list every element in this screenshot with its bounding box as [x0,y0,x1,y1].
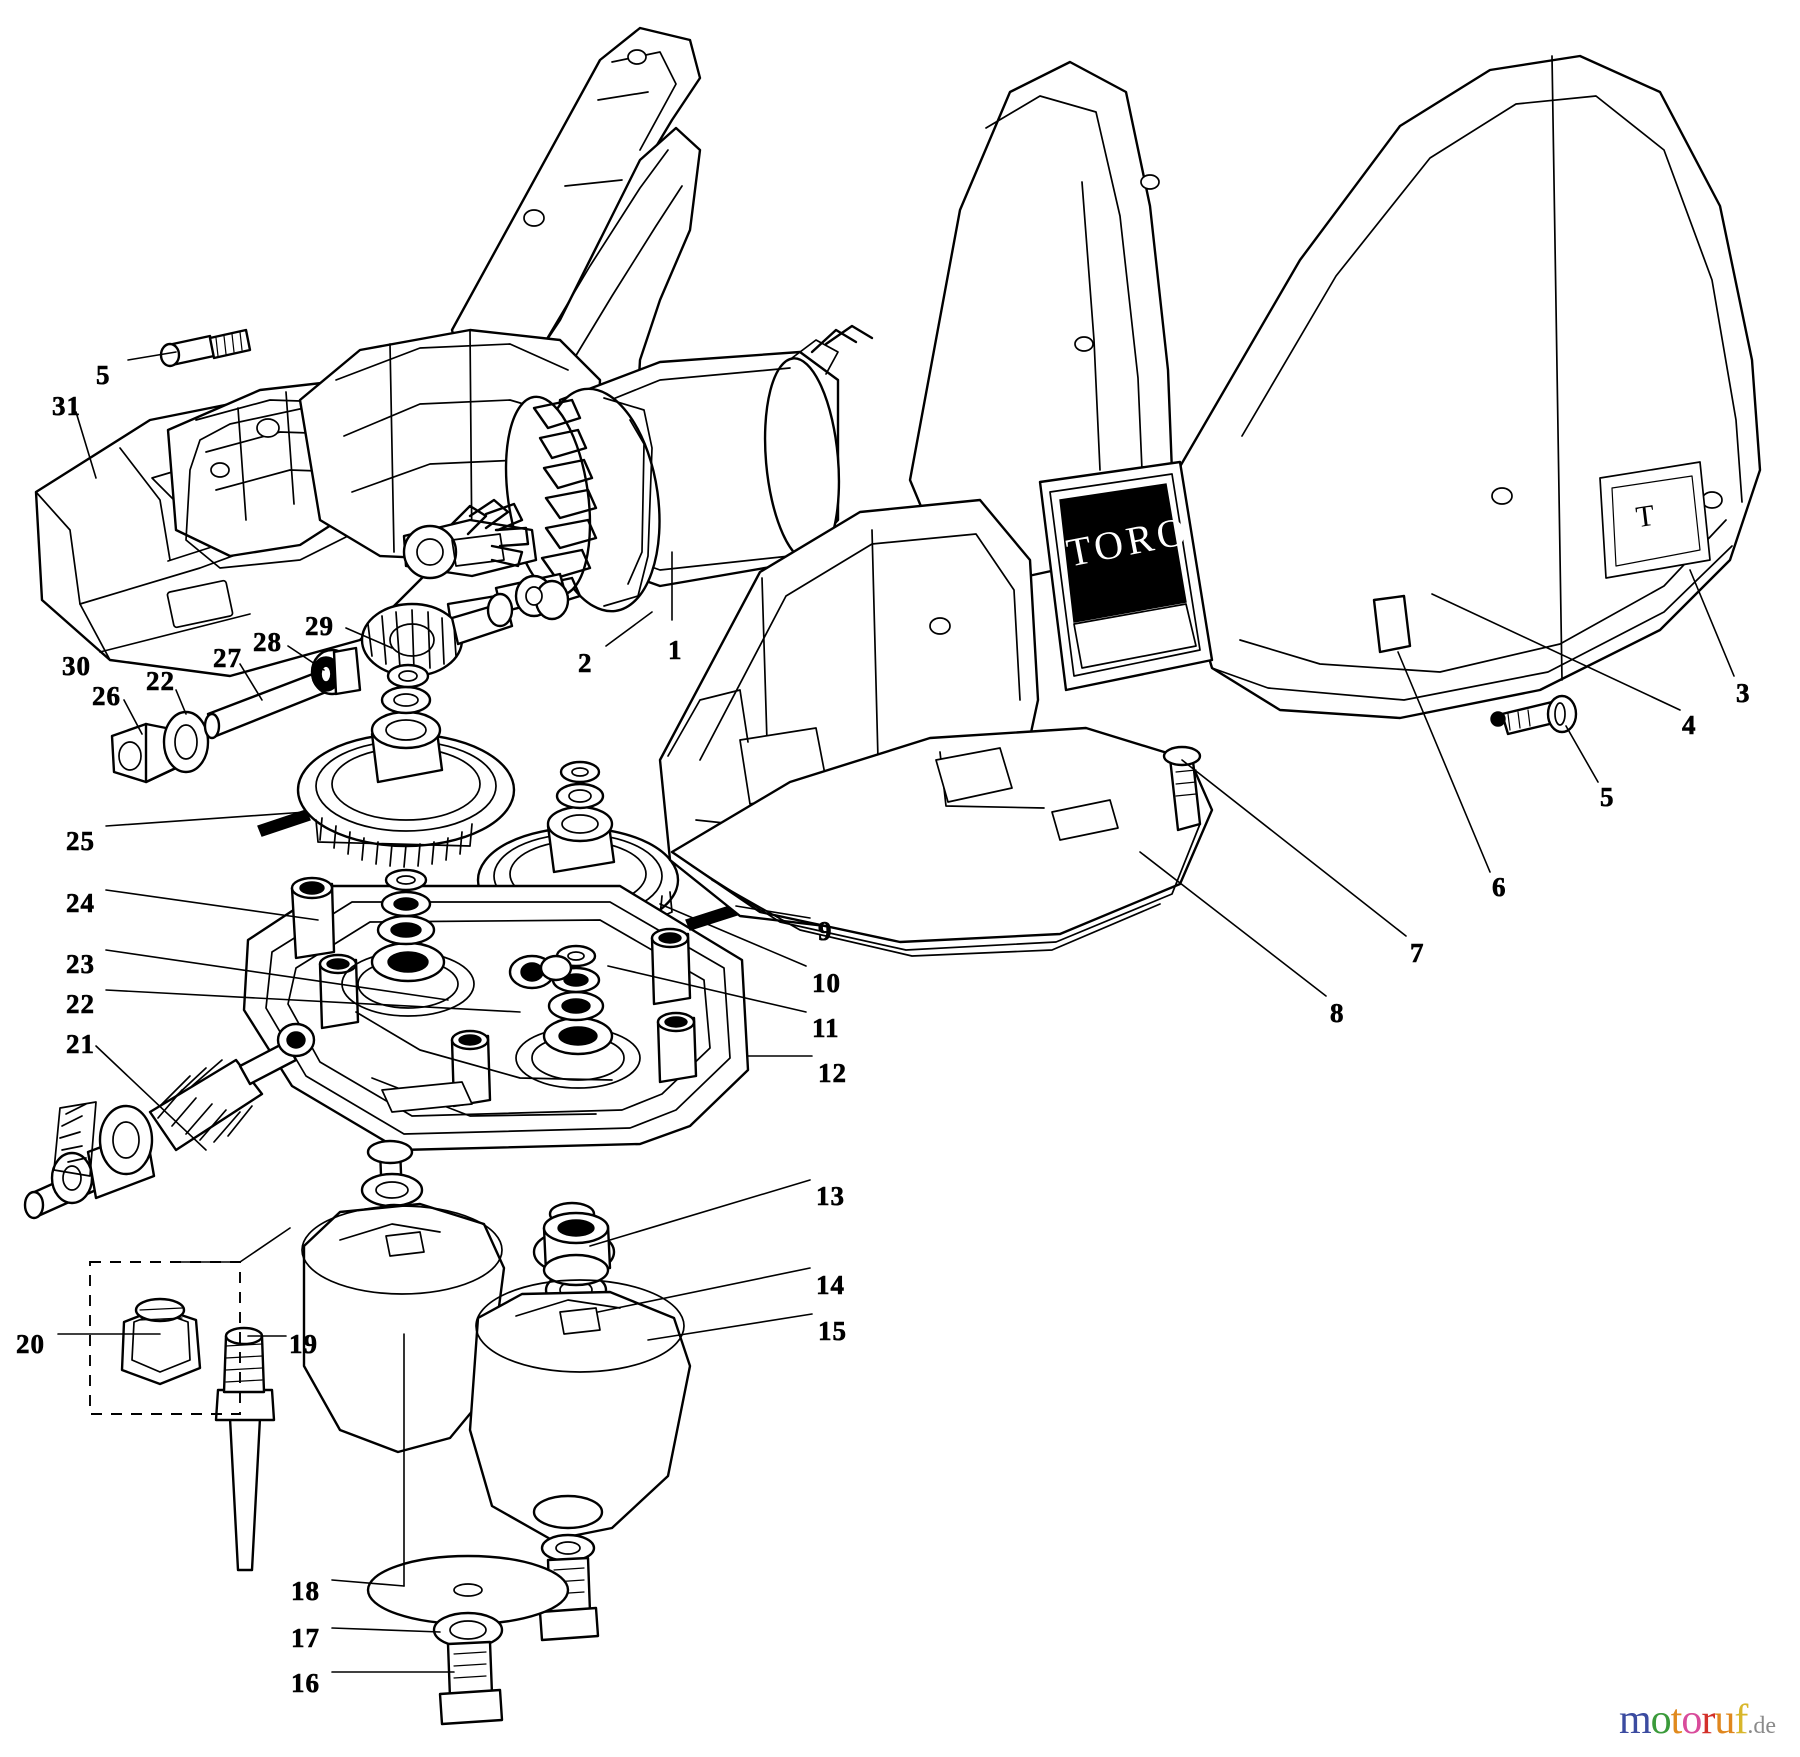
callout-21: 21 [66,1029,95,1059]
callout-23: 23 [66,949,95,979]
callout-16: 16 [291,1668,320,1698]
bottom-hardware-18-17-16 [366,1333,570,1726]
bearing-stack-left [370,868,446,983]
callout-26: 26 [92,681,121,711]
gearbox-housing-12 [242,868,750,1152]
screw-5-upper-left [159,328,252,368]
watermark-letter-f: f [1734,1697,1748,1743]
stud-19-and-nut-20 [89,1227,291,1572]
callout-31: 31 [52,391,81,421]
callout-2: 2 [578,648,593,678]
callout-25: 25 [66,826,95,856]
housing-posts [290,876,698,1108]
roll-pin-25 [257,809,311,837]
pinion-gear-29 [360,592,514,678]
callout-11: 11 [812,1013,840,1043]
upper-driven-gear [296,663,516,868]
callout-5-right: 5 [1600,782,1615,812]
watermark-letter-r: r [1701,1697,1715,1743]
watermark-letter-m: m [1619,1697,1652,1743]
callout-17: 17 [291,1623,320,1653]
callout-29: 29 [305,611,334,641]
callout-20: 20 [16,1329,45,1359]
watermark-letter-o2: o [1681,1697,1702,1743]
callout-10: 10 [812,968,841,998]
leader-lines [57,351,1735,1673]
callout-6: 6 [1492,872,1507,902]
callout-7: 7 [1410,938,1425,968]
callout-15: 15 [818,1316,847,1346]
callout-4: 4 [1682,710,1697,740]
watermark-letter-u: u [1714,1697,1735,1743]
worm-shaft-21 [23,1022,316,1220]
watermark-letter-t: t [1670,1697,1683,1743]
watermark-suffix: .de [1747,1713,1776,1739]
callout-8: 8 [1330,998,1345,1028]
lower-output-assembly [301,1139,692,1642]
callout-22-upper: 22 [146,666,175,696]
callout-28: 28 [253,627,282,657]
callout-1: 1 [668,635,683,665]
callout-22-lower: 22 [66,989,95,1019]
callout-14: 14 [816,1270,845,1300]
motor-housing-assembly [34,26,874,678]
toro-emblem-label: T [1634,498,1657,535]
callout-30: 30 [62,651,91,681]
callout-24: 24 [66,888,95,918]
deck-and-hood-assembly [658,54,1762,957]
watermark-letter-o1: o [1650,1697,1672,1743]
callout-13: 13 [816,1181,845,1211]
callout-19: 19 [289,1329,318,1359]
callout-12: 12 [818,1058,847,1088]
motoruf-watermark: motoruf.de [1619,1699,1776,1741]
callout-27: 27 [213,643,242,673]
callout-5-upper-left: 5 [96,360,111,390]
callout-18: 18 [291,1576,320,1606]
hardware-row-26-22-27-28 [110,646,362,784]
callout-3: 3 [1736,678,1751,708]
callout-9: 9 [818,916,833,946]
